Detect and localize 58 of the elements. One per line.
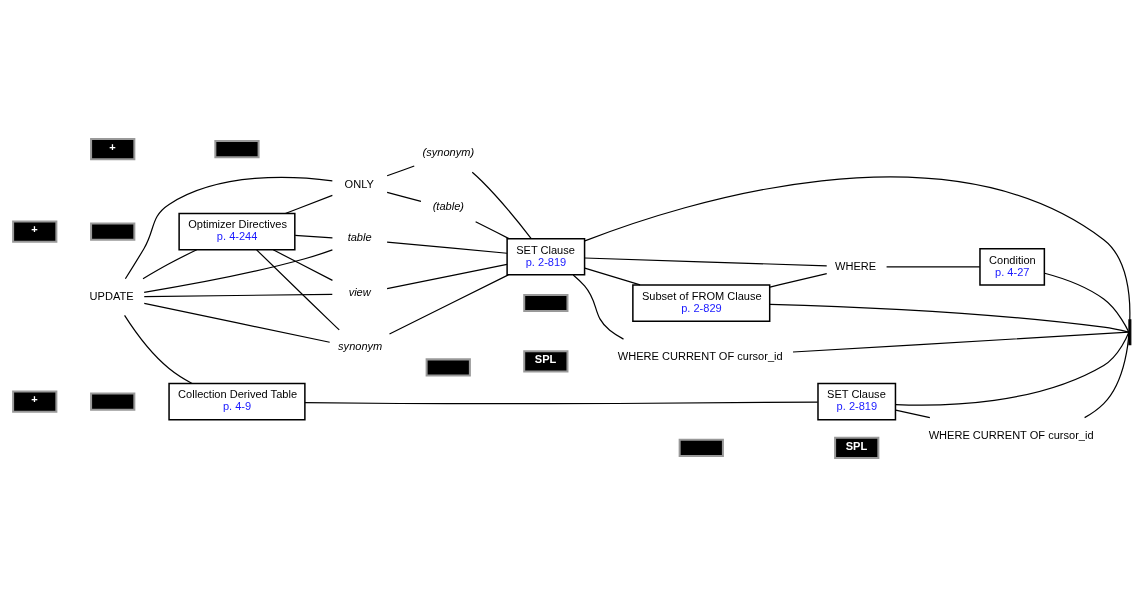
connector xyxy=(388,273,509,335)
connector xyxy=(143,302,331,343)
node-box: + xyxy=(90,137,136,160)
node-text: WHERE CURRENT OF cursor_id xyxy=(928,428,1094,441)
node-text: (table) xyxy=(432,199,464,212)
connector xyxy=(895,331,1130,406)
node-text: WHERE CURRENT OF cursor_id xyxy=(617,349,783,362)
node-box: SET Clause p. 2-819 xyxy=(817,382,897,420)
connector xyxy=(272,248,334,281)
connector xyxy=(475,220,510,239)
node-box: + xyxy=(12,390,58,413)
node-text: table xyxy=(347,230,372,243)
node-box xyxy=(678,438,724,457)
connector xyxy=(584,176,1131,320)
connector xyxy=(471,171,532,239)
connector xyxy=(143,248,333,293)
connector xyxy=(386,191,422,202)
connector xyxy=(792,331,1130,353)
connector xyxy=(886,265,981,267)
connector xyxy=(572,273,625,340)
connector xyxy=(123,314,193,384)
node-box xyxy=(523,293,569,312)
node-text: UPDATE xyxy=(89,289,134,302)
connector xyxy=(584,256,828,266)
connector xyxy=(143,293,333,297)
node-box: SPL xyxy=(834,436,880,459)
node-box xyxy=(425,357,471,376)
node-text: view xyxy=(348,285,371,298)
connector xyxy=(769,303,1130,333)
connector xyxy=(769,272,828,288)
node-box: + xyxy=(12,220,58,243)
node-box: Subset of FROM Clause p. 2-829 xyxy=(632,283,771,322)
node-box: SPL xyxy=(523,349,569,372)
node-text: WHERE xyxy=(835,259,877,272)
connector xyxy=(386,164,415,176)
node-box: SET Clause p. 2-819 xyxy=(506,237,586,276)
connector xyxy=(284,194,333,214)
connector xyxy=(1084,331,1130,418)
node-bar xyxy=(1128,318,1132,345)
connector xyxy=(304,400,819,404)
node-text: (synonym) xyxy=(422,145,475,158)
connector xyxy=(142,248,198,279)
connector xyxy=(386,263,508,289)
node-box: Collection Derived Table p. 4-9 xyxy=(168,382,306,420)
node-box xyxy=(214,139,260,158)
connector xyxy=(256,248,340,331)
node-text: synonym xyxy=(338,339,383,352)
node-box: Optimizer Directives p. 4-244 xyxy=(178,212,296,250)
connector xyxy=(294,234,334,238)
connector xyxy=(895,409,931,418)
connector xyxy=(386,241,508,254)
node-text: ONLY xyxy=(344,177,374,190)
connector xyxy=(1044,272,1130,333)
node-box: Condition p. 4-27 xyxy=(979,247,1046,286)
connector xyxy=(124,176,333,279)
node-box xyxy=(90,222,136,241)
connector xyxy=(584,267,641,285)
node-box xyxy=(90,392,136,411)
